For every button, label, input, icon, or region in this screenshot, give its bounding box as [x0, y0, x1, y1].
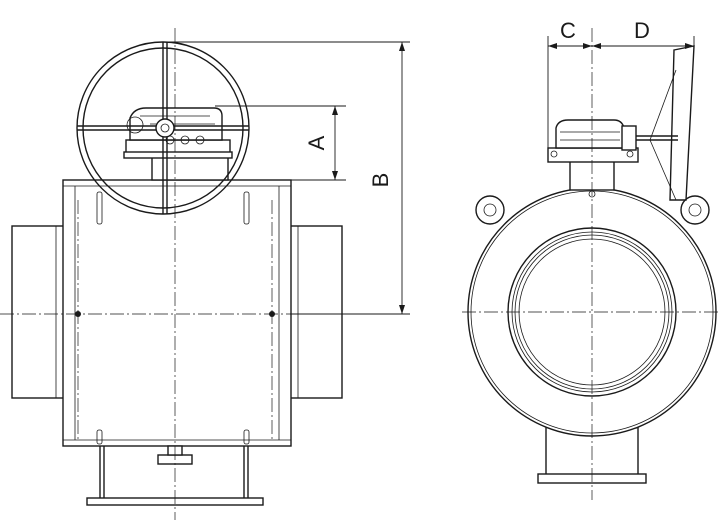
valve-body: [62, 179, 292, 447]
handwheel-side: [669, 45, 695, 201]
dimension-label-c: C: [560, 18, 576, 43]
gearbox-side: [555, 119, 625, 149]
handwheel-hub: [155, 118, 175, 138]
front-view: A B: [0, 28, 410, 520]
dimension-label-a: A: [304, 135, 329, 150]
side-view: C D: [462, 18, 719, 500]
right-pipe-end: [289, 225, 343, 399]
dimension-label-d: D: [634, 18, 650, 43]
left-pipe-end: [11, 225, 65, 399]
dimension-label-b: B: [368, 173, 393, 188]
lifting-ear: [680, 195, 710, 225]
lifting-ear: [475, 195, 505, 225]
